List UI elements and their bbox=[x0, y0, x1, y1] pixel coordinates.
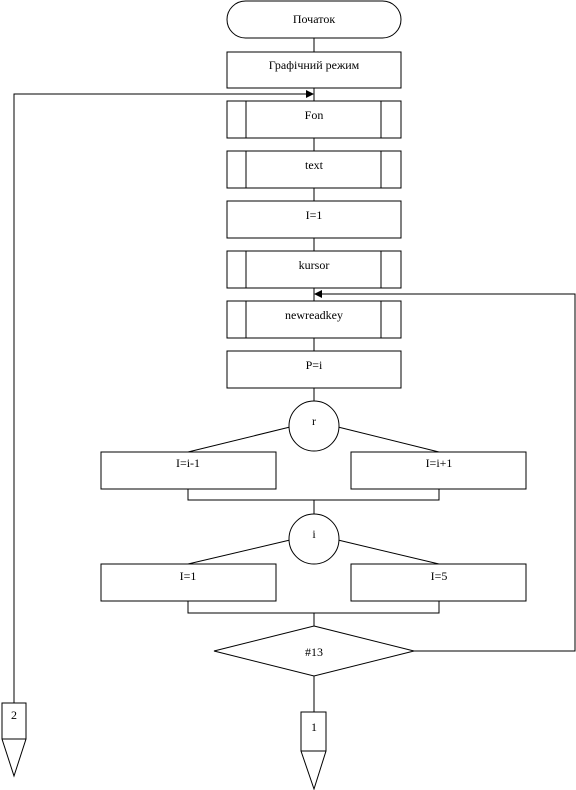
kursor-subroutine: kursor bbox=[226, 250, 402, 289]
switch-i-label: i bbox=[312, 527, 316, 541]
set-five-label: I=5 bbox=[431, 569, 448, 583]
i-init-box: I=1 bbox=[226, 200, 402, 239]
switch-i-circle: i bbox=[288, 513, 340, 565]
graphics-mode-label: Графічний режим bbox=[269, 58, 360, 72]
increment-box: I=i+1 bbox=[350, 451, 527, 490]
decrement-box: I=i-1 bbox=[100, 451, 277, 490]
set-one-box: I=1 bbox=[100, 563, 277, 602]
connector-2-label: 2 bbox=[11, 708, 17, 722]
flow-lines bbox=[13, 38, 576, 712]
condition-diamond: #13 bbox=[213, 625, 415, 677]
connector-1-label: 1 bbox=[311, 720, 317, 734]
switch-r-circle: r bbox=[288, 400, 340, 452]
connector-2: 2 bbox=[1, 702, 27, 778]
condition-label: #13 bbox=[305, 645, 323, 659]
switch-r-label: r bbox=[312, 414, 316, 428]
set-one-label: I=1 bbox=[180, 569, 197, 583]
newreadkey-subroutine: newreadkey bbox=[226, 300, 402, 339]
arrow-to-newreadkey bbox=[314, 290, 322, 298]
graphics-mode-box: Графічний режим bbox=[226, 51, 402, 89]
start-label: Початок bbox=[293, 12, 335, 26]
p-assign-box: P=i bbox=[226, 350, 402, 389]
text-label: text bbox=[305, 158, 324, 172]
increment-label: I=i+1 bbox=[426, 456, 453, 470]
p-assign-label: P=i bbox=[306, 358, 323, 372]
decrement-label: I=i-1 bbox=[176, 456, 200, 470]
fon-subroutine: Fon bbox=[226, 100, 402, 139]
arrowheads bbox=[306, 90, 322, 298]
kursor-label: kursor bbox=[299, 258, 330, 272]
start-terminator: Початок bbox=[226, 0, 402, 39]
set-five-box: I=5 bbox=[350, 563, 527, 602]
newreadkey-label: newreadkey bbox=[285, 308, 343, 322]
connector-1: 1 bbox=[300, 711, 327, 790]
text-subroutine: text bbox=[226, 150, 402, 189]
fon-label: Fon bbox=[305, 108, 324, 122]
arrow-to-fon bbox=[306, 90, 314, 98]
i-init-label: I=1 bbox=[306, 208, 323, 222]
